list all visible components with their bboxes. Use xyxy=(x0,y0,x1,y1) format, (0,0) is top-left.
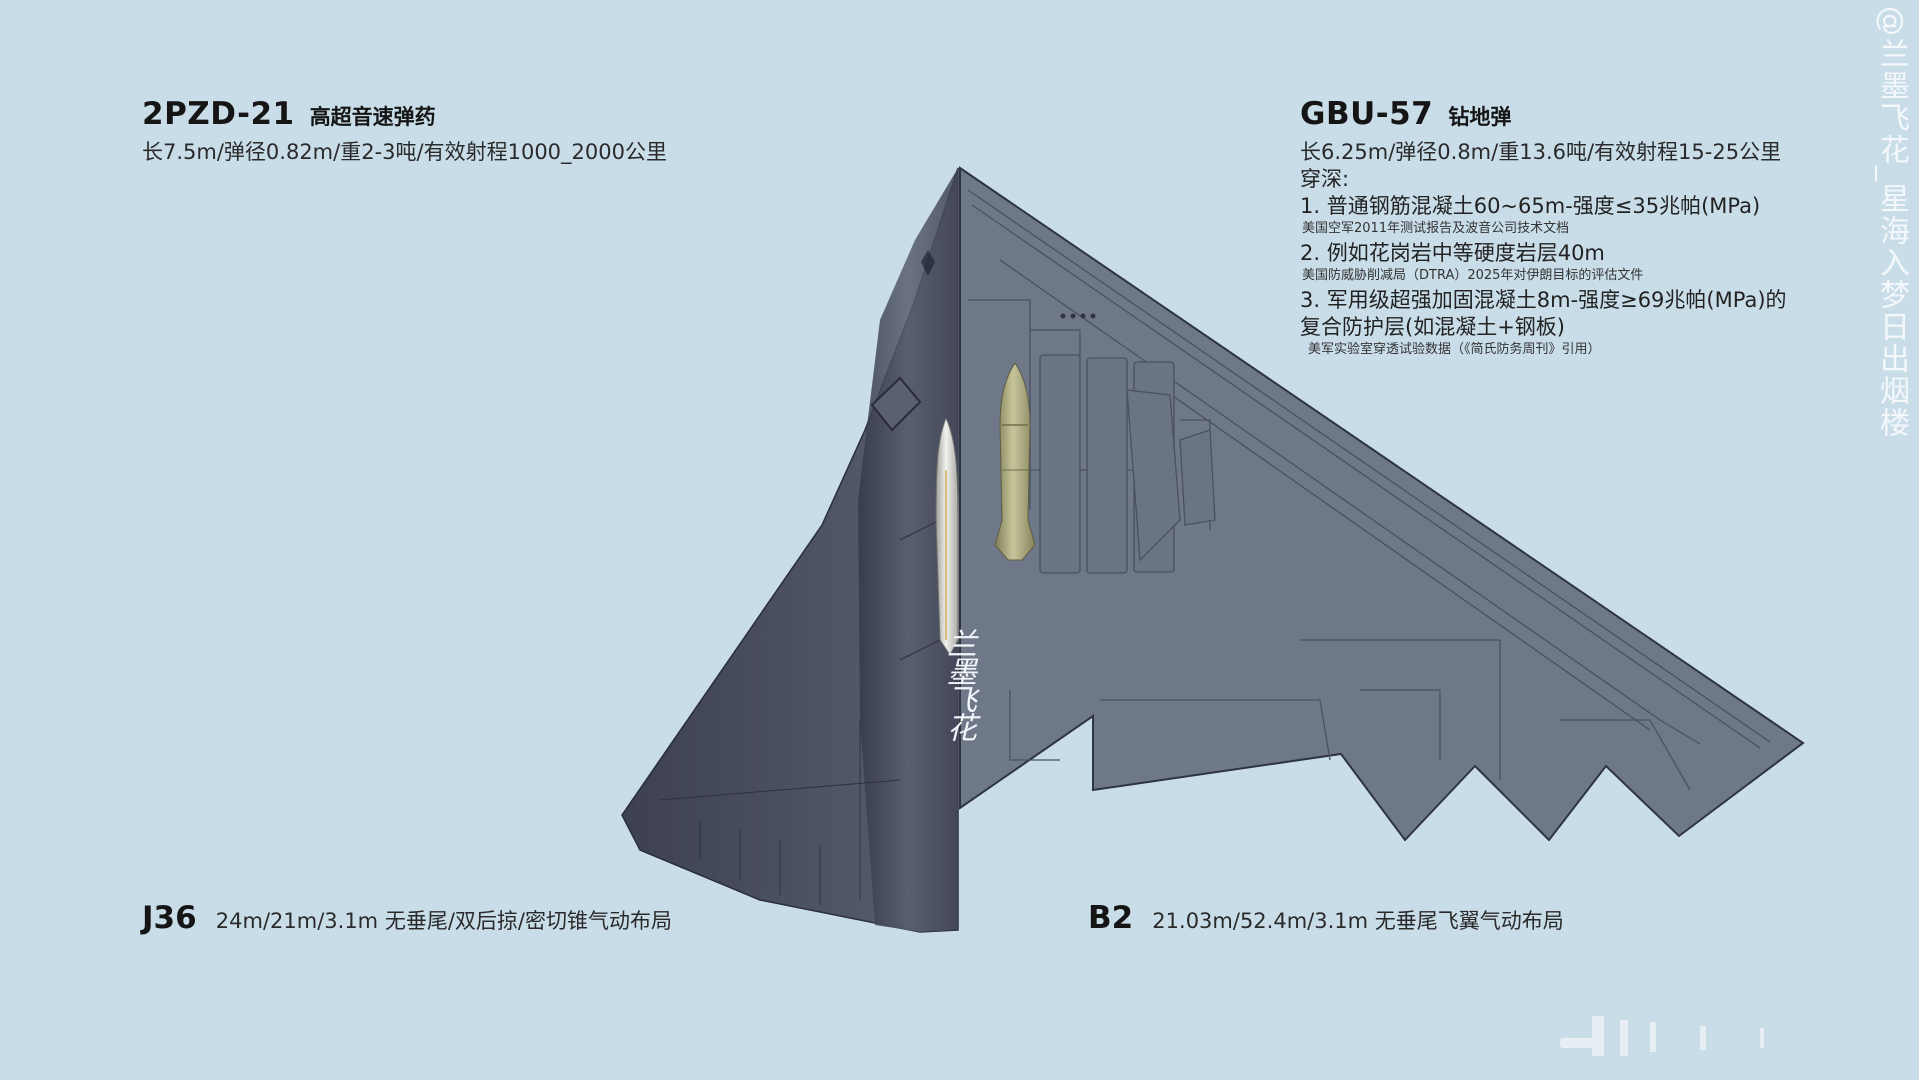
b2-bomb-bays xyxy=(1039,354,1216,574)
hypersonic-type: 高超音速弹药 xyxy=(309,105,436,129)
hypersonic-missile xyxy=(935,416,959,656)
gbu57-name: GBU-57 xyxy=(1300,96,1434,132)
gbu57-bomb xyxy=(994,362,1036,561)
weibo-watermark: @兰墨飞花_星海入梦日出烟楼 xyxy=(1874,6,1909,439)
penetration-source-3: 美军实验室穿透试验数据（《简氏防务周刊》引用） xyxy=(1308,342,1601,357)
gbu57-info: GBU-57 钻地弹 长6.25m/弹径0.8m/重13.6吨/有效射程15-2… xyxy=(1300,96,1787,361)
artist-signature: 兰墨飞花 xyxy=(941,628,976,740)
gbu57-type: 钻地弹 xyxy=(1448,105,1512,129)
penetration-header: 穿深: xyxy=(1300,167,1350,191)
penetration-source-1: 美国空军2011年测试报告及波音公司技术文档 xyxy=(1302,221,1570,236)
j36-panel-lines xyxy=(659,519,941,905)
penetration-item-1: 1. 普通钢筋混凝土60~65m-强度≤35兆帕(MPa) xyxy=(1300,194,1761,218)
hypersonic-name: 2PZD-21 xyxy=(142,96,295,132)
j36-fuselage-spine xyxy=(858,168,958,932)
hypersonic-info: 2PZD-21 高超音速弹药 长7.5m/弹径0.82m/重2-3吨/有效射程1… xyxy=(142,96,667,166)
j36-spec: 24m/21m/3.1m 无垂尾/双后掠/密切锥气动布局 xyxy=(215,909,672,933)
hypersonic-spec: 长7.5m/弹径0.82m/重2-3吨/有效射程1000_2000公里 xyxy=(142,140,667,164)
penetration-source-2: 美国防威胁削减局（DTRA）2025年对伊朗目标的评估文件 xyxy=(1302,268,1644,283)
penetration-item-3-cont: 复合防护层(如混凝土+钢板) xyxy=(1300,315,1565,339)
hypersonic-title-row: 2PZD-21 高超音速弹药 xyxy=(142,96,667,132)
j36-canopy xyxy=(921,250,935,276)
gbu57-title-row: GBU-57 钻地弹 xyxy=(1300,96,1787,132)
j36-intake xyxy=(870,376,922,432)
j36-half-planform xyxy=(621,167,959,933)
j36-name: J36 xyxy=(142,900,197,936)
corner-watermark-mark xyxy=(1560,1016,1764,1056)
j36-label: J36 24m/21m/3.1m 无垂尾/双后掠/密切锥气动布局 xyxy=(142,900,672,936)
b2-name: B2 xyxy=(1088,900,1134,936)
penetration-item-2: 2. 例如花岗岩中等硬度岩层40m xyxy=(1300,241,1605,265)
b2-label: B2 21.03m/52.4m/3.1m 无垂尾飞翼气动布局 xyxy=(1088,900,1564,936)
b2-half-planform xyxy=(959,166,1805,842)
gbu57-spec: 长6.25m/弹径0.8m/重13.6吨/有效射程15-25公里 xyxy=(1300,140,1782,164)
penetration-item-3: 3. 军用级超强加固混凝土8m-强度≥69兆帕(MPa)的 xyxy=(1300,288,1787,312)
b2-spec: 21.03m/52.4m/3.1m 无垂尾飞翼气动布局 xyxy=(1152,909,1564,933)
b2-vents xyxy=(1060,313,1096,319)
